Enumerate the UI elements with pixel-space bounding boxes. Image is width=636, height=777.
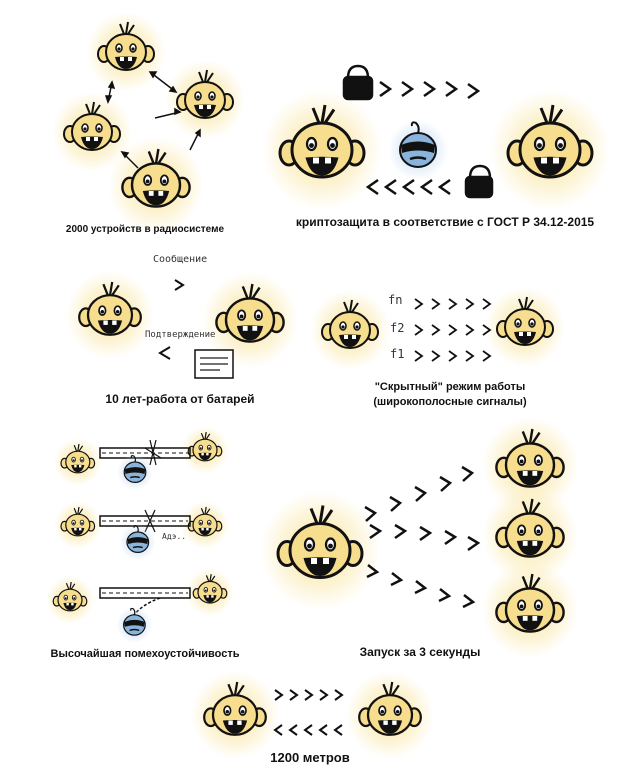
caption-crypto: криптозащита в соответствие с ГОСТ Р 34.… [295, 215, 595, 229]
caption-immunity: Высочайшая помехоустойчивость [50, 648, 240, 660]
label-message: Сообщение [153, 254, 208, 265]
jammer-spy-3 [115, 606, 154, 644]
jam-row-2 [53, 500, 230, 561]
panel-battery: Сообщение Подтверждение 10 лет-работа от… [50, 250, 300, 410]
jam-face-right-3 [185, 567, 235, 617]
caption-devices: 2000 устройств в радиосистеме [65, 224, 225, 235]
device-face-top [85, 11, 167, 93]
arrows-left [365, 178, 451, 196]
jam-face-left-2 [53, 500, 103, 550]
lock-icon-top [342, 64, 374, 101]
launch-face-bottom [480, 560, 580, 660]
caption-range: 1200 метров [270, 750, 350, 765]
confirmation-arrow [158, 346, 171, 360]
caption-battery: 10 лет-работа от батарей [105, 392, 255, 406]
label-jam-note: Адэ.. [162, 532, 187, 541]
range-arrows [273, 689, 344, 736]
stealth-face-left [309, 289, 391, 371]
device-face-right [164, 59, 246, 141]
panel-devices: 2000 устройств в радиосистеме [0, 0, 260, 250]
crypto-illustration [260, 64, 612, 212]
stealth-illustration [309, 286, 566, 371]
caption-stealth-line2: (широкополосные сигналы) [373, 396, 527, 408]
freq-arrows [414, 298, 492, 362]
jam-row-3 [45, 567, 235, 644]
panel-launch: Запуск за 3 секунды [258, 415, 610, 670]
caption-stealth-line1: "Скрытный" режим работы [374, 381, 526, 393]
jam-face-left-3 [45, 575, 95, 625]
label-freq-1: f1 [390, 347, 405, 361]
jammer-spy-1 [116, 453, 154, 491]
lock-icon-bottom [464, 164, 494, 199]
immunity-illustration [45, 425, 235, 644]
panel-crypto: криптозащита в соответствие с ГОСТ Р 34.… [260, 40, 612, 240]
label-freq-n: fn [388, 293, 403, 307]
range-illustration [189, 669, 436, 761]
launch-arrows [364, 465, 481, 609]
range-face-left [189, 669, 281, 761]
devices-mesh-illustration [51, 11, 246, 235]
stealth-face-right [484, 286, 566, 368]
jam-face-right-1 [180, 425, 230, 475]
jam-face-right-2 [180, 500, 230, 550]
sender-face [260, 88, 384, 212]
launch-illustration [258, 415, 580, 660]
launch-face-center [258, 489, 382, 612]
battery-illustration [64, 269, 300, 379]
panel-stealth: fn f2 f1 "Скрытный" режим работы (широко… [309, 285, 610, 415]
caption-launch: Запуск за 3 секунды [359, 645, 481, 659]
label-freq-2: f2 [390, 321, 405, 335]
panel-range: 1200 метров [180, 669, 440, 770]
document-icon [194, 349, 234, 379]
message-arrow [174, 279, 185, 291]
jammer-spy-2 [119, 523, 157, 561]
spy-face [386, 118, 450, 182]
receiver-face [488, 88, 612, 212]
jam-face-left-1 [53, 437, 103, 487]
panel-immunity: Адэ.. Высочайшая помехоустойчивость [30, 420, 270, 670]
jam-row-1 [53, 425, 230, 491]
range-face-right [344, 669, 436, 761]
label-confirmation: Подтверждение [145, 330, 216, 340]
node-face-left [64, 269, 156, 361]
arrows-right [379, 80, 481, 100]
